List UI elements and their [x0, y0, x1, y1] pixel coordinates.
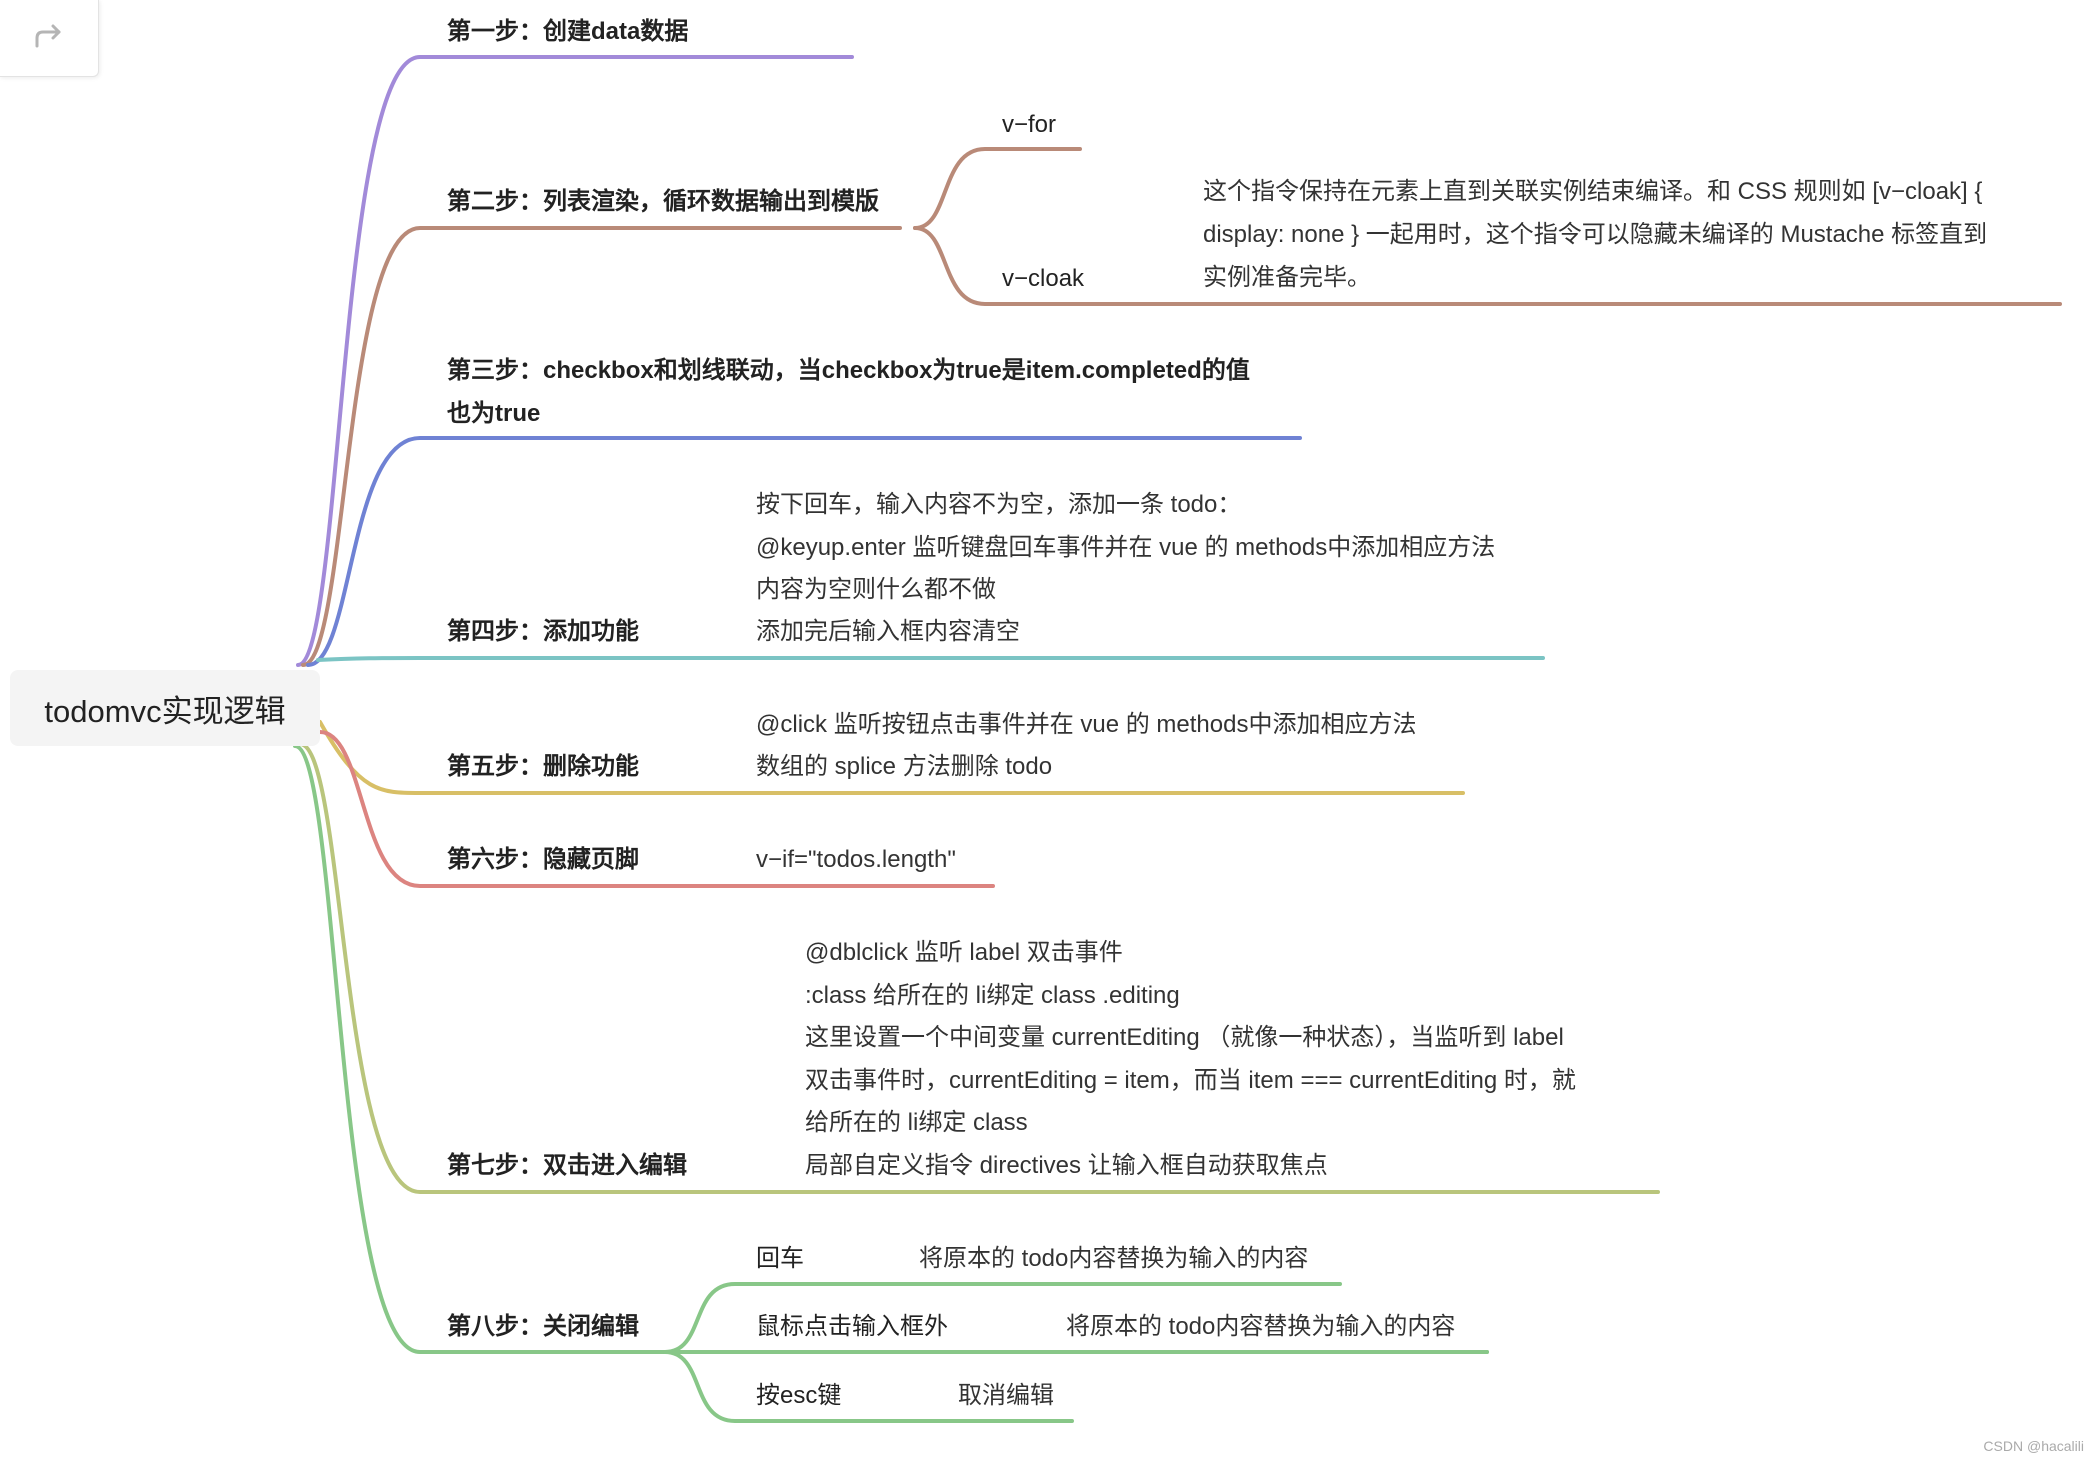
note-line: 按下回车，输入内容不为空，添加一条 todo： [756, 491, 1242, 518]
note-line: 局部自定义指令 directives 让输入框自动获取焦点 [805, 1152, 1328, 1179]
note-line: @keyup.enter 监听键盘回车事件并在 vue 的 methods中添加… [756, 534, 1496, 561]
connector-step-2 [301, 226, 902, 667]
note-line: 这个指令保持在元素上直到关联实例结束编译。和 CSS 规则如 [v−cloak]… [1203, 178, 1983, 205]
note-line: @dblclick 监听 label 双击事件 [805, 939, 1123, 966]
connector-step-3 [306, 436, 1302, 667]
note-line: 给所在的 li绑定 class [805, 1109, 1028, 1136]
topic-step-5[interactable]: 第五步：删除功能 [447, 753, 639, 780]
note-line: 这里设置一个中间变量 currentEditing （就像一种状态），当监听到 … [805, 1024, 1564, 1051]
subtopic-v-for[interactable]: v−for [1002, 111, 1057, 138]
note-line: 实例准备完毕。 [1203, 264, 1371, 291]
watermark: CSDN @hacalili [1983, 1438, 2084, 1454]
connector-v-cloak [913, 226, 2062, 306]
connector-v-for [913, 147, 1082, 230]
subtopic-enter[interactable]: 回车 [756, 1245, 804, 1272]
root-topic-label: todomvc实现逻辑 [44, 693, 286, 729]
connector-step-5 [318, 720, 1465, 795]
topic-step-8[interactable]: 第八步：关闭编辑 [447, 1313, 639, 1340]
topic-step-3[interactable]: 第三步：checkbox和划线联动，当checkbox为true是item.co… [447, 357, 1250, 384]
root-topic[interactable]: todomvc实现逻辑 [10, 670, 320, 746]
topic-step-7[interactable]: 第七步：双击进入编辑 [447, 1152, 687, 1179]
note-line: 取消编辑 [958, 1382, 1054, 1409]
topic-step-4[interactable]: 第四步：添加功能 [447, 618, 639, 645]
topic-step-3-line-2: 也为true [447, 400, 541, 427]
topic-step-6[interactable]: 第六步：隐藏页脚 [447, 846, 639, 873]
note-line: 将原本的 todo内容替换为输入的内容 [919, 1245, 1309, 1272]
note-line: 双击事件时，currentEditing = item，而当 item === … [805, 1067, 1576, 1094]
redo-button[interactable] [0, 0, 99, 77]
subtopic-esc[interactable]: 按esc键 [756, 1382, 842, 1409]
note-line: 添加完后输入框内容清空 [756, 618, 1020, 645]
connector-step-4 [316, 656, 1545, 662]
note-line: 数组的 splice 方法删除 todo [756, 753, 1053, 780]
connector-step-7 [298, 742, 1660, 1194]
note-line: v−if="todos.length" [756, 846, 956, 873]
topic-step-2[interactable]: 第二步：列表渲染，循环数据输出到模版 [447, 188, 879, 215]
connector-step-8 [293, 744, 1489, 1354]
note-line: 内容为空则什么都不做 [756, 576, 996, 603]
subtopic-click-outside[interactable]: 鼠标点击输入框外 [756, 1313, 948, 1340]
topic-step-1[interactable]: 第一步：创建data数据 [447, 18, 689, 45]
connector-enter [663, 1282, 1342, 1354]
subtopic-v-cloak[interactable]: v−cloak [1002, 265, 1085, 292]
note-line: :class 给所在的 li绑定 class .editing [805, 982, 1180, 1009]
redo-arrow-icon [35, 24, 61, 48]
note-line: @click 监听按钮点击事件并在 vue 的 methods中添加相应方法 [756, 711, 1417, 738]
note-line: display: none } 一起用时，这个指令可以隐藏未编译的 Mustac… [1203, 221, 1988, 248]
connector-step-6 [318, 730, 995, 888]
connector-step-1 [296, 55, 854, 667]
note-line: 将原本的 todo内容替换为输入的内容 [1066, 1313, 1456, 1340]
connector-esc [663, 1350, 1074, 1423]
